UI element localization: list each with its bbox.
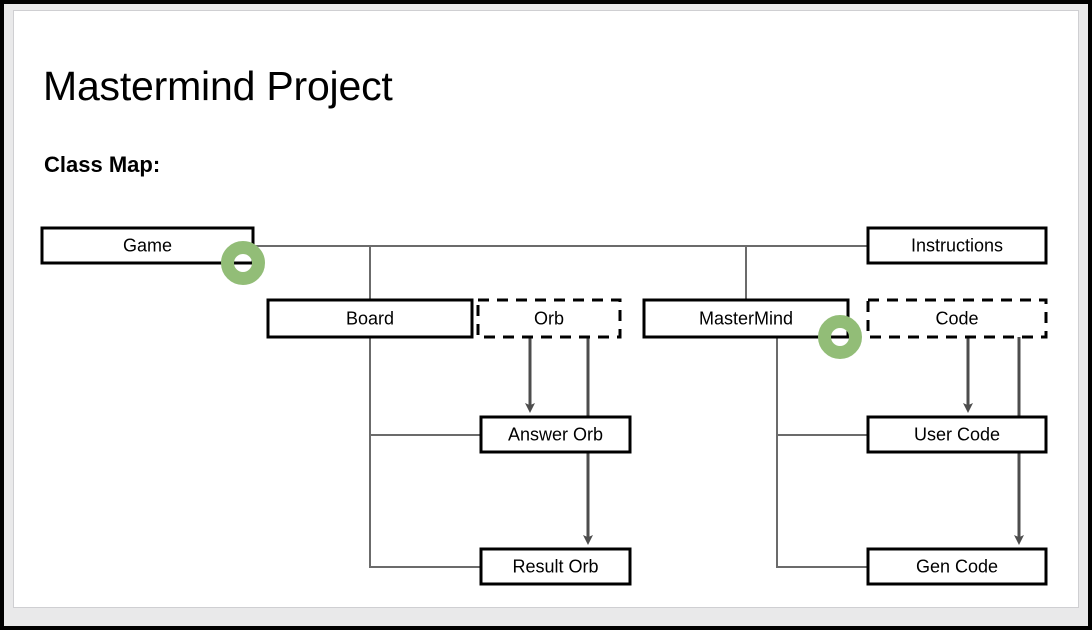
class-node-label: Instructions [911,235,1003,255]
class-node-mastermind[interactable]: MasterMind [642,298,850,339]
class-node-box [866,298,1048,339]
class-node-box [866,547,1048,586]
class-node-result_orb[interactable]: Result Orb [479,547,632,586]
class-node-user_code[interactable]: User Code [866,415,1048,454]
class-node-label: Code [935,308,978,328]
page-title: Mastermind Project [43,63,393,109]
section-heading: Class Map: [44,152,161,177]
class-node-label: User Code [914,424,1000,444]
edge-board-spine [369,337,481,568]
class-node-gen_code[interactable]: Gen Code [866,547,1048,586]
class-node-label: Board [346,308,394,328]
highlight-ring-icon [818,315,862,359]
class-node-code[interactable]: Code [866,298,1048,339]
class-node-label: Gen Code [916,556,998,576]
class-node-label: Orb [534,308,564,328]
class-node-box [479,415,632,454]
class-node-label: Answer Orb [508,424,603,444]
class-node-box [266,298,474,339]
association-connectors [253,245,868,568]
class-node-answer_orb[interactable]: Answer Orb [479,415,632,454]
class-node-label: MasterMind [699,308,793,328]
class-node-game[interactable]: Game [40,226,255,265]
class-node-box [479,547,632,586]
class-node-box [866,226,1048,265]
inheritance-arrows [525,337,1024,545]
highlight-ring-icon [221,241,265,285]
class-node-box [476,298,622,339]
class-node-board[interactable]: Board [266,298,474,339]
class-node-orb[interactable]: Orb [476,298,622,339]
edge-mastermind-spine [776,337,868,568]
class-node-box [40,226,255,265]
class-node-instructions[interactable]: Instructions [866,226,1048,265]
highlight-rings [221,241,862,359]
class-node-box [866,415,1048,454]
class-node-label: Result Orb [512,556,598,576]
class-node-label: Game [123,235,172,255]
